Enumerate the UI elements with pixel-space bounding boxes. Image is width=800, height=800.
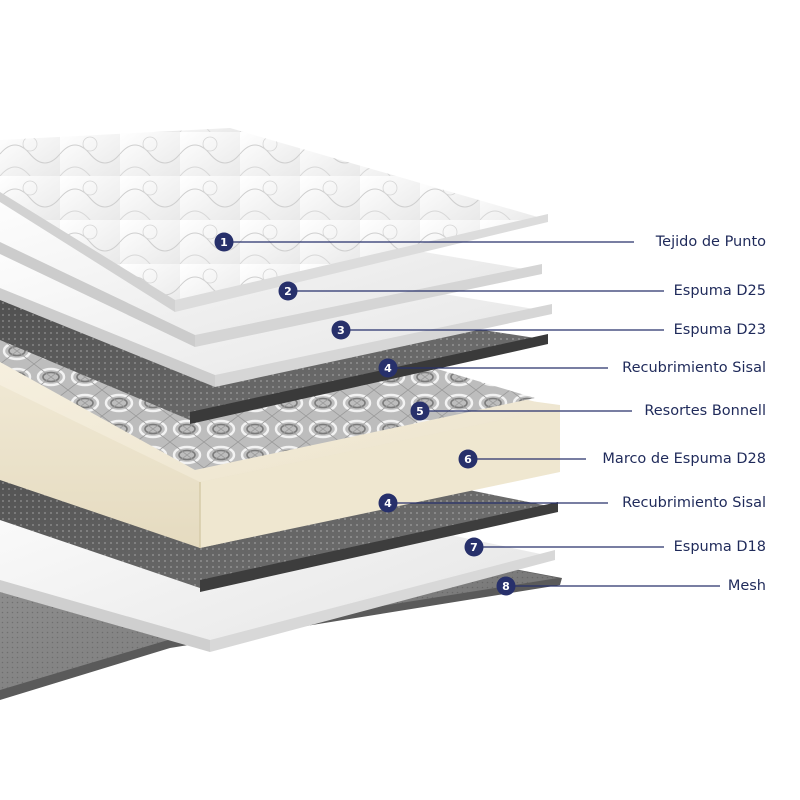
svg-text:3: 3: [337, 324, 345, 337]
label-tejido-de-punto: Tejido de Punto: [655, 234, 766, 250]
svg-text:6: 6: [464, 453, 472, 466]
badge-7: 7: [464, 537, 484, 557]
svg-text:1: 1: [220, 236, 228, 249]
number-badges: 1 2 3 4 5 6 4 7 8: [214, 232, 516, 596]
svg-text:5: 5: [416, 405, 424, 418]
label-espuma-d23: Espuma D23: [673, 322, 766, 338]
svg-text:4: 4: [384, 497, 392, 510]
svg-text:2: 2: [284, 285, 292, 298]
badge-6: 6: [458, 449, 478, 469]
svg-text:7: 7: [470, 541, 478, 554]
label-resortes-bonnell: Resortes Bonnell: [644, 403, 766, 419]
badge-4a: 4: [378, 358, 398, 378]
label-marco-de-espuma-d28: Marco de Espuma D28: [602, 451, 766, 467]
svg-text:8: 8: [502, 580, 510, 593]
label-recubrimiento-sisal-lower: Recubrimiento Sisal: [622, 495, 766, 511]
badge-3: 3: [331, 320, 351, 340]
badge-2: 2: [278, 281, 298, 301]
badge-4b: 4: [378, 493, 398, 513]
label-espuma-d18: Espuma D18: [673, 539, 766, 555]
layer-tejido-de-punto: [0, 128, 548, 312]
label-espuma-d25: Espuma D25: [673, 283, 766, 299]
svg-text:4: 4: [384, 362, 392, 375]
label-recubrimiento-sisal-upper: Recubrimiento Sisal: [622, 360, 766, 376]
leader-lines: [224, 241, 720, 587]
label-mesh: Mesh: [727, 578, 766, 594]
badge-5: 5: [410, 401, 430, 421]
badge-8: 8: [496, 576, 516, 596]
badge-1: 1: [214, 232, 234, 252]
